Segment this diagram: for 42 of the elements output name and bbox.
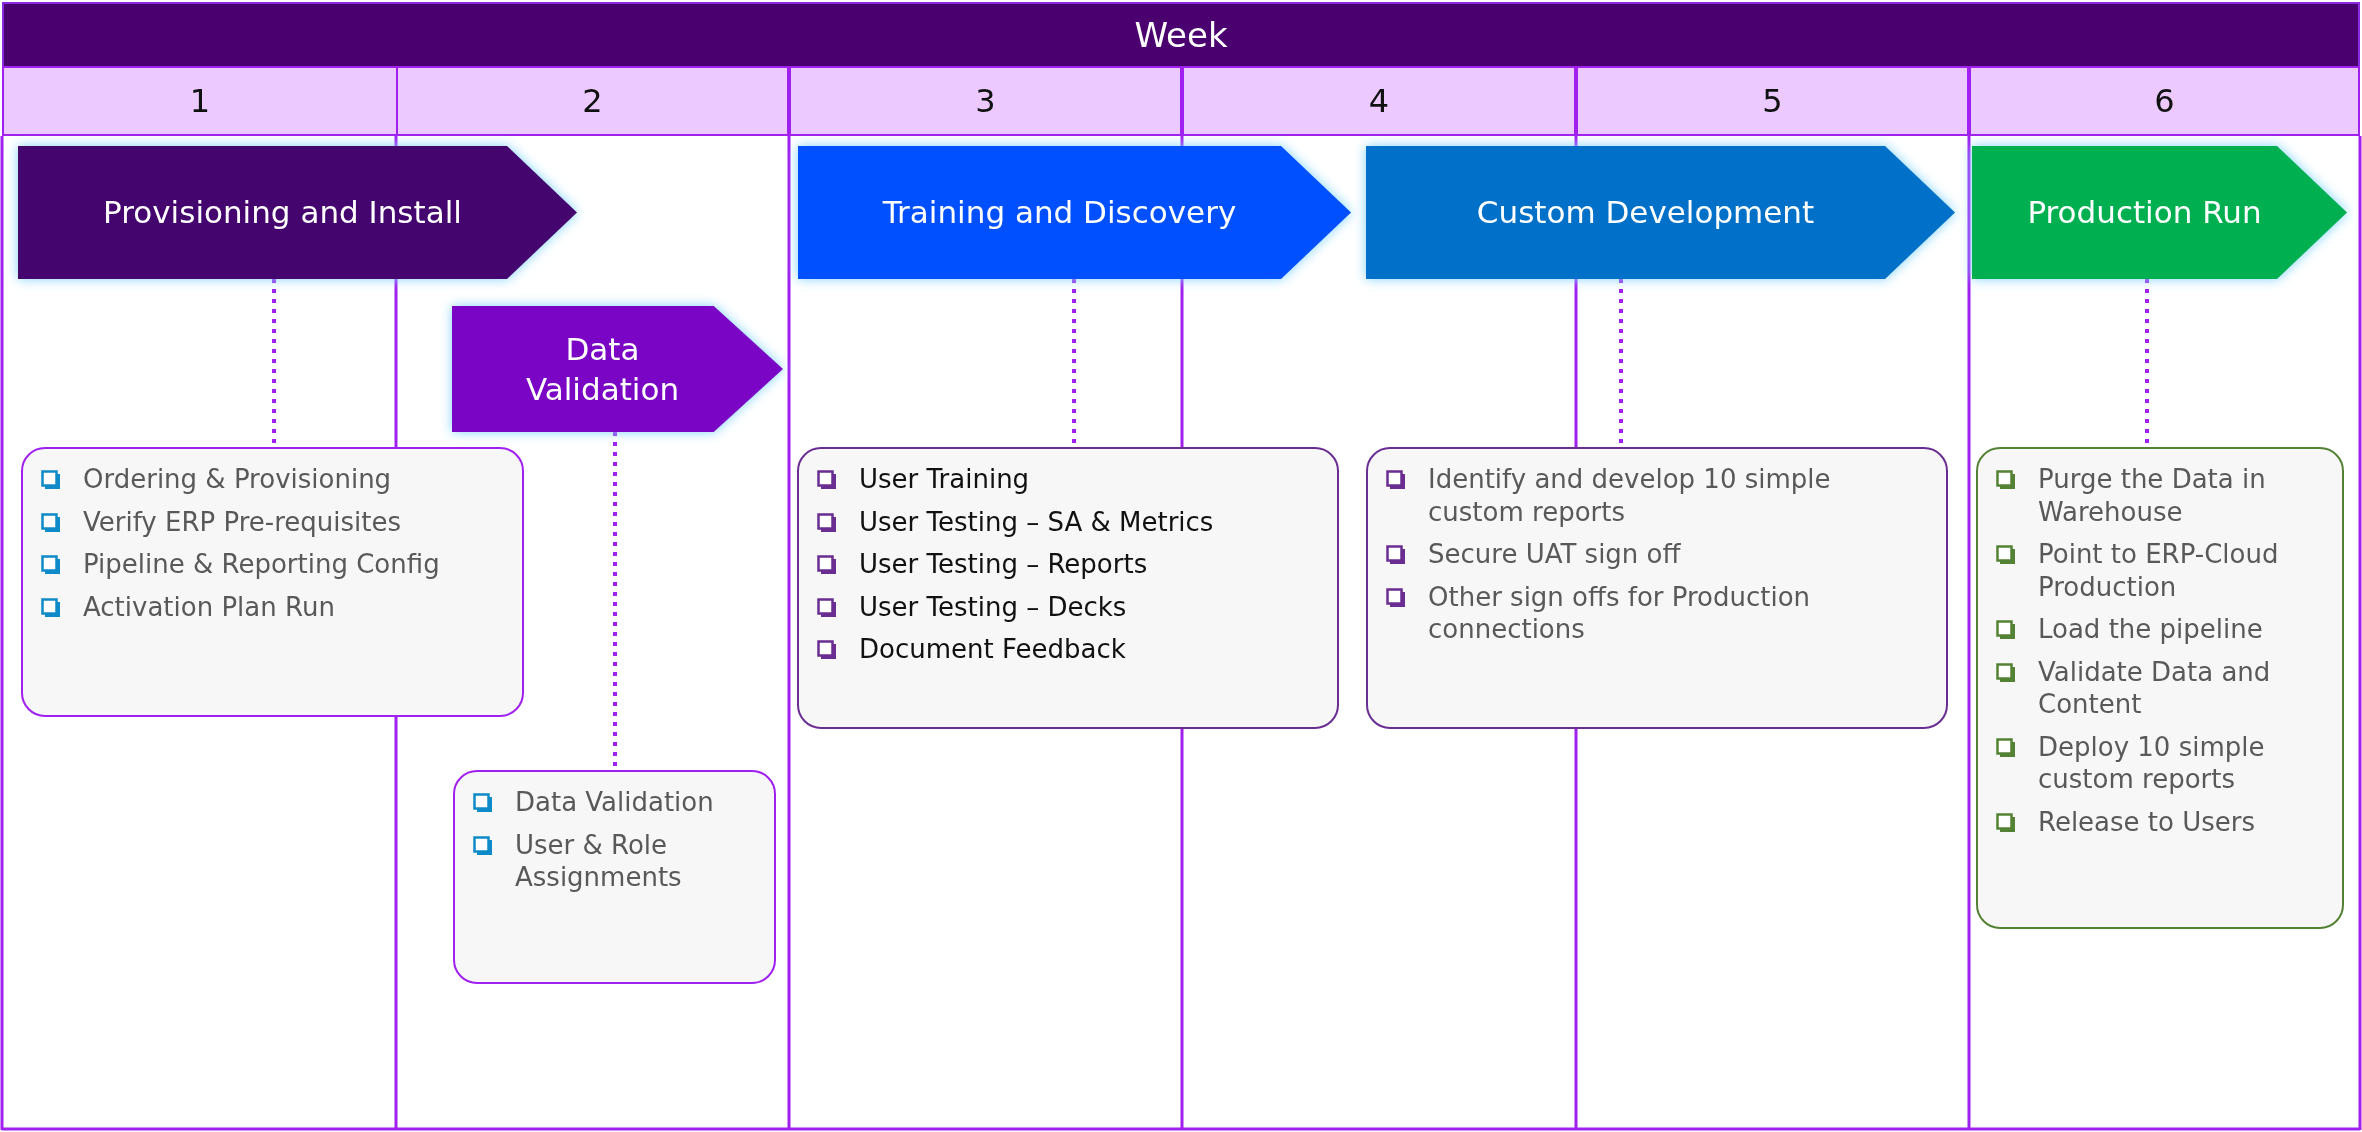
task-item: Activation Plan Run xyxy=(83,590,335,623)
phase-title: Provisioning and Install xyxy=(102,193,463,233)
week-number: 1 xyxy=(2,66,398,136)
task-item: Data Validation xyxy=(515,786,714,819)
task-item: User Testing – Decks xyxy=(859,590,1127,623)
task-card xyxy=(797,447,1339,729)
phase-title: Data Validation xyxy=(524,329,681,409)
task-item: Ordering & Provisioning xyxy=(83,463,392,496)
task-item: User Training xyxy=(859,463,1030,496)
task-item: Other sign offs for Production connections xyxy=(1428,580,1812,646)
task-item: User Testing – SA & Metrics xyxy=(859,505,1214,538)
task-item: Identify and develop 10 simple custom reports xyxy=(1428,463,1832,528)
phase-arrow xyxy=(1972,146,2347,279)
phase-arrow xyxy=(452,306,783,432)
task-item: Document Feedback xyxy=(859,633,1126,666)
week-number: 5 xyxy=(1576,66,1969,136)
week-number: 6 xyxy=(1969,66,2360,136)
task-card xyxy=(21,447,524,717)
phase-title: Training and Discovery xyxy=(881,193,1238,233)
task-item: Pipeline & Reporting Config xyxy=(83,548,440,581)
task-item: Release to Users xyxy=(2038,805,2256,838)
task-item: User Testing – Reports xyxy=(859,548,1148,581)
phase-arrow xyxy=(18,146,577,279)
task-card xyxy=(1366,447,1948,729)
task-item: Point to ERP-Cloud Production xyxy=(2038,538,2280,603)
task-item: Load the pipeline xyxy=(2038,613,2263,646)
task-item: Validate Data and Content xyxy=(2038,655,2272,721)
task-card xyxy=(453,770,776,984)
task-item: Secure UAT sign off xyxy=(1428,538,1681,571)
phase-title: Production Run xyxy=(2026,193,2263,233)
phase-arrow xyxy=(798,146,1351,279)
week-number: 2 xyxy=(396,66,789,136)
phase-arrow xyxy=(1366,146,1955,279)
task-item: Deploy 10 simple custom reports xyxy=(2038,730,2266,796)
task-item: Purge the Data in Warehouse xyxy=(2038,463,2267,528)
task-item: User & Role Assignments xyxy=(515,828,683,894)
phase-title: Custom Development xyxy=(1475,193,1816,233)
timeline-header: Week xyxy=(2,2,2360,68)
week-number: 3 xyxy=(789,66,1182,136)
task-card xyxy=(1976,447,2344,929)
week-number: 4 xyxy=(1182,66,1576,136)
task-item: Verify ERP Pre-requisites xyxy=(83,505,401,538)
